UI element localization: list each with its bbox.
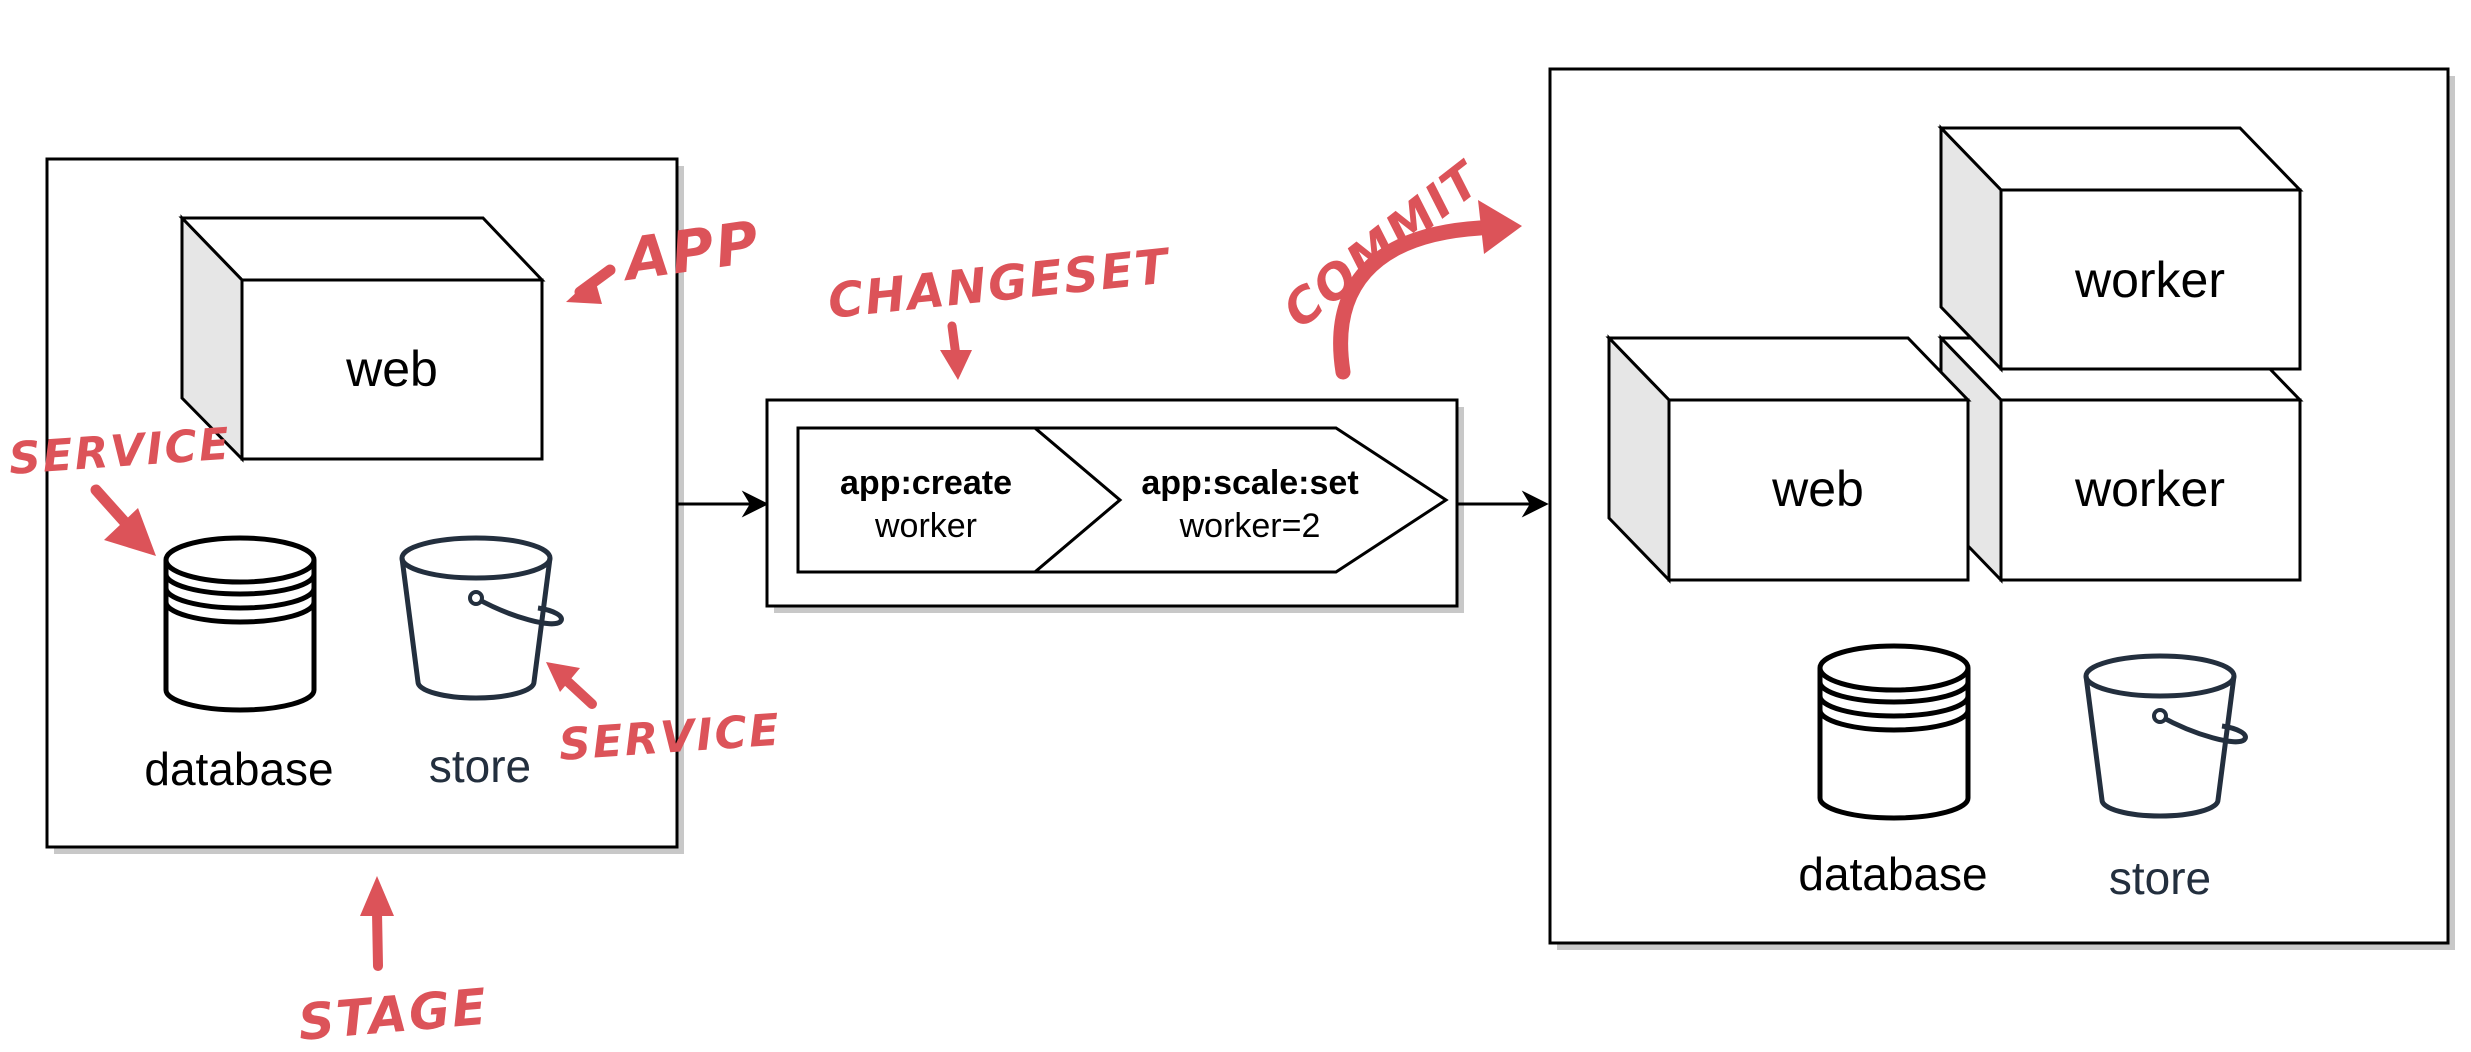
app-cube-label: web	[345, 341, 438, 397]
annotation-arrow-service-right	[546, 662, 597, 709]
annotation-changeset: CHANGESET	[825, 238, 1173, 330]
app-cube-web-result[interactable]: web	[1605, 334, 1972, 584]
database-icon	[1817, 643, 1971, 821]
app-cube-label: worker	[2074, 252, 2225, 308]
changeset-step-1[interactable]: app:create worker	[796, 426, 1123, 574]
service-label-database: database	[144, 743, 333, 795]
bucket-icon	[2083, 653, 2248, 819]
app-cube-top	[178, 216, 546, 282]
step-command: app:scale:set	[1141, 464, 1358, 502]
step-command: app:create	[840, 464, 1012, 502]
app-cube-worker-top[interactable]: worker	[1937, 124, 2304, 373]
step-argument: worker=2	[1179, 507, 1321, 545]
service-label-store: store	[429, 740, 531, 792]
stage-group: web database store	[45, 157, 684, 854]
app-cube-front	[240, 278, 544, 461]
annotation-arrow-app	[566, 264, 616, 304]
database-icon	[163, 535, 317, 713]
annotation-arrow-service-left	[90, 484, 156, 556]
service-label-database: database	[1798, 848, 1987, 900]
annotation-arrow-stage	[360, 876, 394, 971]
annotation-commit: COMMIT	[1273, 150, 1493, 339]
result-group: worker worker web database	[1548, 67, 2455, 950]
service-label-store: store	[2109, 852, 2211, 904]
bucket-icon	[399, 535, 564, 701]
app-cube-worker-bottom[interactable]: worker	[1937, 334, 2304, 584]
changeset-group: app:create worker app:scale:set worker=2	[765, 398, 1464, 613]
annotation-stage: STAGE	[296, 978, 490, 1052]
app-cube-web[interactable]: web	[178, 214, 546, 463]
annotation-arrow-changeset	[940, 321, 972, 380]
app-cube-label: web	[1771, 461, 1864, 517]
step-argument: worker	[874, 507, 977, 545]
app-cube-label: worker	[2074, 461, 2225, 517]
changeset-step-2[interactable]: app:scale:set worker=2	[1030, 426, 1449, 574]
annotation-arrow-commit	[1333, 200, 1522, 380]
